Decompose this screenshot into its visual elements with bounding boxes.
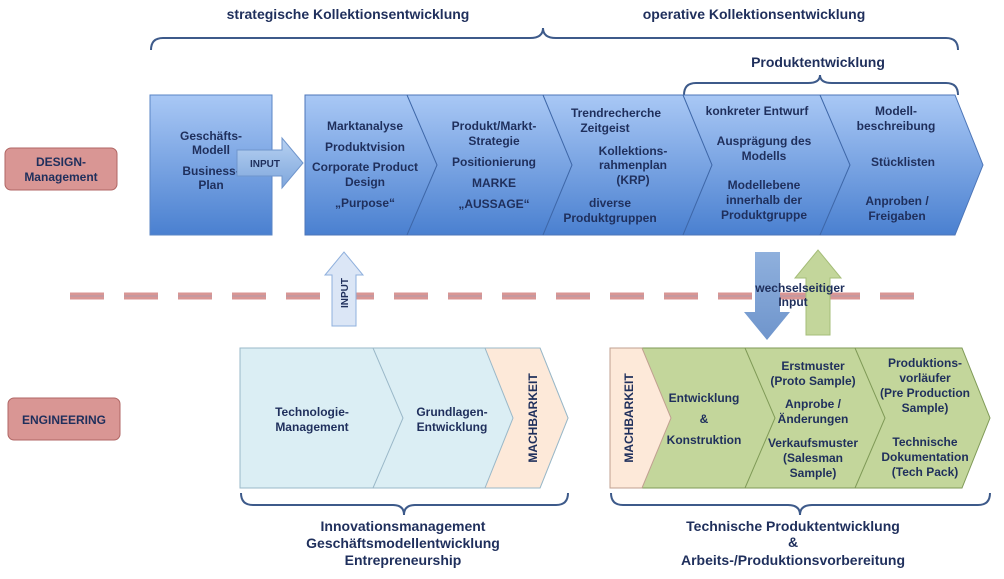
header-operative: operative Kollektionsentwicklung bbox=[643, 6, 866, 22]
eng-left-machbarkeit: MACHBARKEIT bbox=[526, 373, 540, 463]
svg-text:Verkaufsmuster: Verkaufsmuster bbox=[768, 436, 858, 450]
svg-text:Trendrecherche: Trendrecherche bbox=[571, 106, 661, 120]
eng-right-stage-3: Erstmuster (Proto Sample) Anprobe / Ände… bbox=[768, 359, 858, 480]
eng-left-caption-2: Geschäftsmodellentwicklung bbox=[306, 535, 500, 551]
svg-text:(Pre Production: (Pre Production bbox=[880, 386, 970, 400]
svg-text:Entwicklung: Entwicklung bbox=[669, 391, 740, 405]
svg-text:Ausprägung des: Ausprägung des bbox=[717, 134, 812, 148]
header-produktentwicklung: Produktentwicklung bbox=[751, 54, 885, 70]
eng-right-caption-3: Arbeits-/Produktionsvorbereitung bbox=[681, 552, 905, 568]
svg-text:innerhalb der: innerhalb der bbox=[726, 193, 802, 207]
svg-text:vorläufer: vorläufer bbox=[899, 371, 951, 385]
mutual-input-2: Input bbox=[778, 295, 807, 309]
svg-text:Produktions-: Produktions- bbox=[888, 356, 962, 370]
eng-left-caption-1: Innovationsmanagement bbox=[321, 518, 486, 534]
stage-5-text: Modell- beschreibung Stücklisten Anprobe… bbox=[857, 104, 936, 223]
braces bbox=[150, 27, 991, 516]
design-label-2: Management bbox=[24, 170, 97, 184]
eng-right-caption-2: & bbox=[788, 534, 798, 550]
svg-text:Zeitgeist: Zeitgeist bbox=[580, 121, 629, 135]
svg-text:Plan: Plan bbox=[198, 178, 223, 192]
mutual-input-1: wechselseitiger bbox=[754, 281, 845, 295]
bottom-left-brace bbox=[240, 492, 569, 516]
design-label-box bbox=[4, 147, 118, 191]
svg-text:Produktvision: Produktvision bbox=[325, 140, 405, 154]
eng-left-stage-2a: Grundlagen- bbox=[416, 405, 487, 419]
stage-2-text: Produkt/Markt- Strategie Positionierung … bbox=[452, 119, 537, 211]
svg-text:Sample): Sample) bbox=[790, 466, 837, 480]
stage-4-text: konkreter Entwurf Ausprägung des Modells… bbox=[706, 104, 812, 222]
eng-left-caption-3: Entrepreneurship bbox=[345, 552, 462, 568]
svg-text:(Salesman: (Salesman bbox=[783, 451, 843, 465]
svg-text:Geschäfts-: Geschäfts- bbox=[180, 129, 242, 143]
svg-text:Technische: Technische bbox=[892, 435, 957, 449]
engineering-left-chevrons bbox=[239, 347, 569, 489]
eng-right-stage-2: Entwicklung & Konstruktion bbox=[667, 391, 742, 447]
svg-text:Modell-: Modell- bbox=[875, 104, 917, 118]
svg-text:Kollektions-: Kollektions- bbox=[599, 144, 668, 158]
input-arrow-label: INPUT bbox=[250, 159, 280, 170]
svg-text:beschreibung: beschreibung bbox=[857, 119, 936, 133]
stage-1-text: Marktanalyse Produktvision Corporate Pro… bbox=[312, 119, 418, 210]
svg-text:Marktanalyse: Marktanalyse bbox=[327, 119, 403, 133]
svg-text:Sample): Sample) bbox=[902, 401, 949, 415]
input-arrow-up bbox=[323, 251, 365, 327]
engineering-label: ENGINEERING bbox=[22, 413, 106, 427]
top-brace bbox=[150, 27, 959, 51]
svg-text:Erstmuster: Erstmuster bbox=[781, 359, 845, 373]
svg-text:Änderungen: Änderungen bbox=[778, 411, 849, 426]
svg-text:Produktgruppen: Produktgruppen bbox=[563, 211, 656, 225]
eng-left-stage-1a: Technologie- bbox=[275, 405, 349, 419]
svg-text:„Purpose“: „Purpose“ bbox=[335, 196, 395, 210]
svg-text:Design: Design bbox=[345, 175, 385, 189]
eng-left-stage-2b: Entwicklung bbox=[417, 420, 488, 434]
svg-text:„AUSSAGE“: „AUSSAGE“ bbox=[458, 197, 529, 211]
eng-right-stage-4: Produktions- vorläufer (Pre Production S… bbox=[880, 356, 970, 479]
svg-text:konkreter Entwurf: konkreter Entwurf bbox=[706, 104, 810, 118]
svg-text:Business-: Business- bbox=[182, 164, 239, 178]
svg-text:Konstruktion: Konstruktion bbox=[667, 433, 742, 447]
svg-text:Strategie: Strategie bbox=[468, 134, 520, 148]
svg-text:Freigaben: Freigaben bbox=[868, 209, 925, 223]
header-strategic: strategische Kollektionsentwicklung bbox=[227, 6, 470, 22]
engineering-label-box bbox=[7, 397, 121, 441]
svg-text:Produktgruppe: Produktgruppe bbox=[721, 208, 807, 222]
svg-text:Anprobe /: Anprobe / bbox=[785, 397, 842, 411]
eng-left-stage-1b: Management bbox=[275, 420, 348, 434]
svg-text:Produkt/Markt-: Produkt/Markt- bbox=[452, 119, 537, 133]
business-model-text: Geschäfts- Modell Business- Plan bbox=[180, 129, 242, 192]
svg-text:Modell: Modell bbox=[192, 143, 230, 157]
bottom-right-brace bbox=[610, 492, 991, 516]
design-label-1: DESIGN- bbox=[36, 155, 86, 169]
svg-text:Anproben /: Anproben / bbox=[865, 194, 929, 208]
input-up-label: INPUT bbox=[340, 278, 351, 308]
chevron-dividers bbox=[406, 94, 851, 236]
eng-right-caption-1: Technische Produktentwicklung bbox=[686, 518, 900, 534]
svg-text:(KRP): (KRP) bbox=[616, 173, 649, 187]
svg-text:&: & bbox=[700, 412, 709, 426]
svg-text:Positionierung: Positionierung bbox=[452, 155, 536, 169]
svg-text:Corporate Product: Corporate Product bbox=[312, 160, 418, 174]
svg-text:Modells: Modells bbox=[742, 149, 787, 163]
svg-text:Modellebene: Modellebene bbox=[728, 178, 801, 192]
svg-text:rahmenplan: rahmenplan bbox=[599, 158, 667, 172]
svg-text:MARKE: MARKE bbox=[472, 176, 516, 190]
svg-text:Dokumentation: Dokumentation bbox=[881, 450, 968, 464]
svg-text:Stücklisten: Stücklisten bbox=[871, 155, 935, 169]
down-arrow bbox=[744, 252, 790, 340]
eng-right-machbarkeit: MACHBARKEIT bbox=[622, 373, 636, 463]
svg-text:(Proto Sample): (Proto Sample) bbox=[770, 374, 855, 388]
svg-text:diverse: diverse bbox=[589, 196, 631, 210]
input-arrow-right bbox=[236, 136, 304, 190]
stage-3-text: Trendrecherche Zeitgeist Kollektions- ra… bbox=[563, 106, 667, 225]
svg-text:(Tech Pack): (Tech Pack) bbox=[892, 465, 958, 479]
engineering-right-chevrons bbox=[609, 347, 991, 489]
design-chevrons bbox=[304, 94, 984, 236]
up-arrow-green bbox=[793, 249, 843, 336]
produktentwicklung-brace bbox=[683, 74, 959, 96]
